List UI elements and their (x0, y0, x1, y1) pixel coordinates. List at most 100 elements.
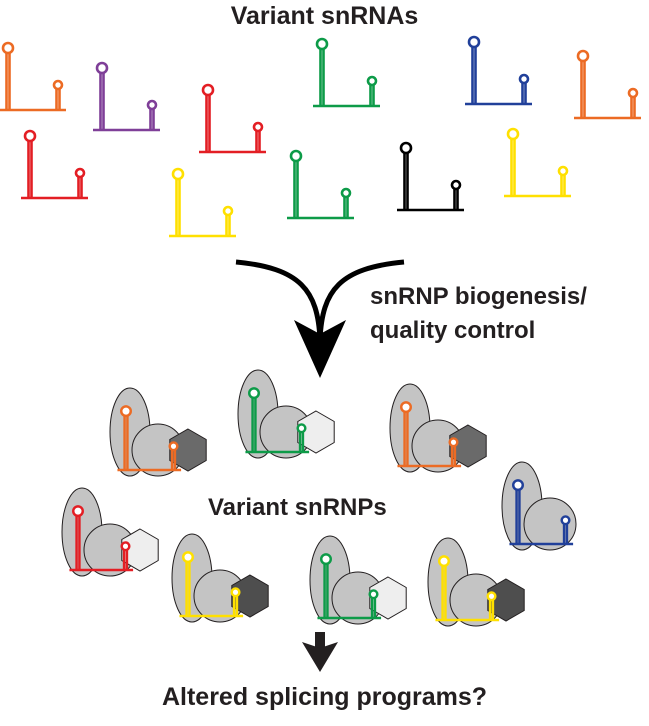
snrna-short-loop (486, 591, 497, 602)
snrna-short-stem (77, 176, 83, 198)
snrna-long-stem (75, 514, 81, 570)
snrna-long-loop (72, 505, 84, 518)
snrna-short-loop (560, 515, 571, 526)
process-line-1: snRNP biogenesis/ (370, 283, 587, 310)
snrna-long-stem (323, 562, 329, 618)
snrna-8 (169, 167, 236, 238)
snrna-long-loop (315, 37, 329, 51)
snrna-7 (21, 129, 88, 200)
snrna-short-stem (225, 214, 231, 236)
snrna-long-loop (320, 553, 332, 566)
snrna-short-loop (450, 179, 462, 191)
snrna-short-stem (343, 196, 349, 218)
process-label: snRNP biogenesis/ quality control (370, 280, 587, 348)
snrnp-snrna (179, 551, 244, 618)
snrna-short-loop (366, 75, 378, 87)
snrna-long-stem (293, 160, 299, 218)
snrna-1 (0, 41, 66, 112)
specific-protein-hexagon (169, 428, 207, 472)
snrnp-snrna (317, 553, 382, 620)
snrna-short-loop (52, 79, 64, 91)
snrnp-5 (171, 533, 269, 623)
snrna-10 (397, 141, 464, 212)
snrna-long-loop (201, 83, 215, 97)
specific-protein-hexagon (487, 578, 525, 622)
snrna-2 (93, 61, 160, 132)
snrna-long-stem (27, 140, 33, 198)
snrna-long-stem (175, 178, 181, 236)
snrna-long-stem (515, 488, 521, 544)
snrnp-snrna (245, 387, 310, 454)
snrna-long-loop (248, 387, 260, 400)
snrna-long-stem (99, 72, 105, 130)
biogenesis-arrow (235, 259, 405, 378)
snrna-long-stem (5, 52, 11, 110)
snrna-long-stem (403, 410, 409, 466)
snrna-long-loop (171, 167, 185, 181)
snrna-short-loop (74, 167, 86, 179)
snrna-short-stem (450, 445, 457, 466)
snrna-short-stem (560, 174, 566, 196)
snrnp-snrna (117, 405, 182, 472)
snrna-short-stem (232, 595, 239, 616)
snrna-4 (313, 37, 380, 108)
snrna-short-stem (562, 523, 569, 544)
snrnp-4 (61, 487, 159, 577)
snrna-9 (287, 149, 354, 220)
snrnp-snrna (69, 505, 134, 572)
snrna-long-stem (251, 396, 257, 452)
snrna-short-loop (368, 589, 379, 600)
snrna-short-stem (298, 431, 305, 452)
snrna-short-loop (627, 87, 639, 99)
snrna-long-loop (95, 61, 109, 75)
snrna-short-loop (146, 99, 158, 111)
snrna-long-loop (506, 127, 520, 141)
snrna-short-stem (488, 599, 495, 620)
snrna-6 (574, 49, 641, 120)
snrna-short-stem (453, 188, 459, 210)
snrnp-8 (501, 461, 577, 551)
snrna-long-loop (23, 129, 37, 143)
snrna-short-loop (340, 187, 352, 199)
snrna-long-loop (438, 555, 450, 568)
snrna-short-stem (369, 84, 375, 106)
snrna-short-stem (170, 449, 177, 470)
specific-protein-hexagon (369, 576, 407, 620)
label-variant-snrnps: Variant snRNPs (208, 494, 387, 521)
snrna-long-loop (576, 49, 590, 63)
title-variant-snrnas: Variant snRNAs (230, 2, 419, 30)
specific-protein-hexagon (121, 528, 159, 572)
snrna-short-stem (149, 108, 155, 130)
snrna-short-loop (120, 541, 131, 552)
snrna-short-loop (557, 165, 569, 177)
arrow-head (294, 320, 346, 378)
snrna-short-loop (252, 121, 264, 133)
arrow-left-curve (235, 259, 323, 341)
snrna-long-loop (182, 551, 194, 564)
snrnp-group (61, 369, 577, 627)
snrna-short-loop (222, 205, 234, 217)
snrnp-3 (389, 383, 487, 473)
snrna-short-stem (122, 549, 129, 570)
snrna-short-loop (518, 73, 530, 85)
snrnp-snrna (509, 479, 574, 546)
snrnp-6 (309, 535, 407, 625)
snrna-long-stem (185, 560, 191, 616)
snrna-long-loop (1, 41, 15, 55)
process-line-2: quality control (370, 317, 536, 344)
snrna-short-loop (448, 437, 459, 448)
snrnp-2 (237, 369, 335, 459)
snrna-long-stem (510, 138, 516, 196)
snrna-3 (199, 83, 266, 154)
arrow-right-curve (317, 259, 405, 341)
snrnp-7 (427, 537, 525, 627)
snrna-long-loop (400, 401, 412, 414)
snrna-long-stem (123, 414, 129, 470)
snrna-short-stem (630, 96, 636, 118)
snrnp-snrna (435, 555, 500, 622)
snrna-short-stem (370, 597, 377, 618)
snrna-5 (465, 35, 532, 106)
snrna-short-stem (255, 130, 261, 152)
